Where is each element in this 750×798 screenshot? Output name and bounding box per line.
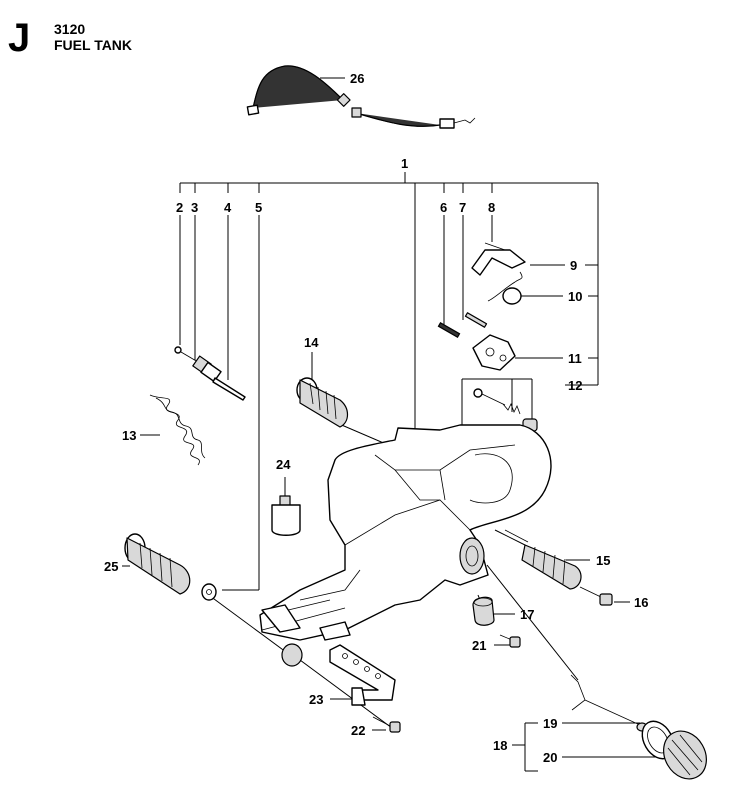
fuel-tank-body-part-1 [259, 424, 552, 641]
callout-15: 15 [596, 553, 611, 568]
section-title: FUEL TANK [54, 37, 133, 53]
callout-23: 23 [309, 692, 324, 707]
callout-2: 2 [176, 200, 184, 215]
callout-1: 1 [401, 156, 409, 171]
pickup-filter-parts-2-3-4 [174, 346, 246, 401]
callout-6: 6 [440, 200, 448, 215]
callout-21: 21 [472, 638, 487, 653]
section-letter: J [8, 16, 31, 60]
callout-7: 7 [459, 200, 467, 215]
callout-3: 3 [191, 200, 199, 215]
callout-24: 24 [276, 457, 291, 472]
callout-22: 22 [351, 723, 366, 738]
callout-17: 17 [520, 607, 535, 622]
fuel-line-part-26 [246, 65, 476, 129]
spring-part-13 [149, 394, 206, 466]
callout-5: 5 [255, 200, 263, 215]
callout-25: 25 [104, 559, 119, 574]
callout-20: 20 [543, 750, 558, 765]
callout-14: 14 [304, 335, 319, 350]
callout-16: 16 [634, 595, 649, 610]
bellow-part-14 [296, 377, 349, 428]
callout-19: 19 [543, 716, 558, 731]
fuel-cap-parts-18-20 [570, 674, 707, 780]
tank-vent-parts-8-11 [437, 242, 526, 371]
callout-13: 13 [122, 428, 137, 443]
section-code: 3120 [54, 21, 86, 37]
callout-9: 9 [570, 258, 578, 273]
callout-8: 8 [488, 200, 496, 215]
bracket-part-23 [281, 643, 396, 706]
callout-4: 4 [224, 200, 232, 215]
callout-10: 10 [568, 289, 583, 304]
callout-12: 12 [568, 378, 583, 393]
callout-26: 26 [350, 71, 365, 86]
bellow-part-15 [504, 529, 582, 590]
callout-18: 18 [493, 738, 508, 753]
damper-part-24 [271, 495, 301, 536]
bushing-part-17 [472, 596, 495, 626]
leader-lines [122, 77, 660, 772]
bellow-part-25 [124, 533, 217, 601]
screw-part-21 [499, 634, 521, 648]
bolt-part-16 [579, 586, 613, 606]
screw-part-22 [372, 716, 401, 733]
callout-11: 11 [568, 351, 582, 366]
